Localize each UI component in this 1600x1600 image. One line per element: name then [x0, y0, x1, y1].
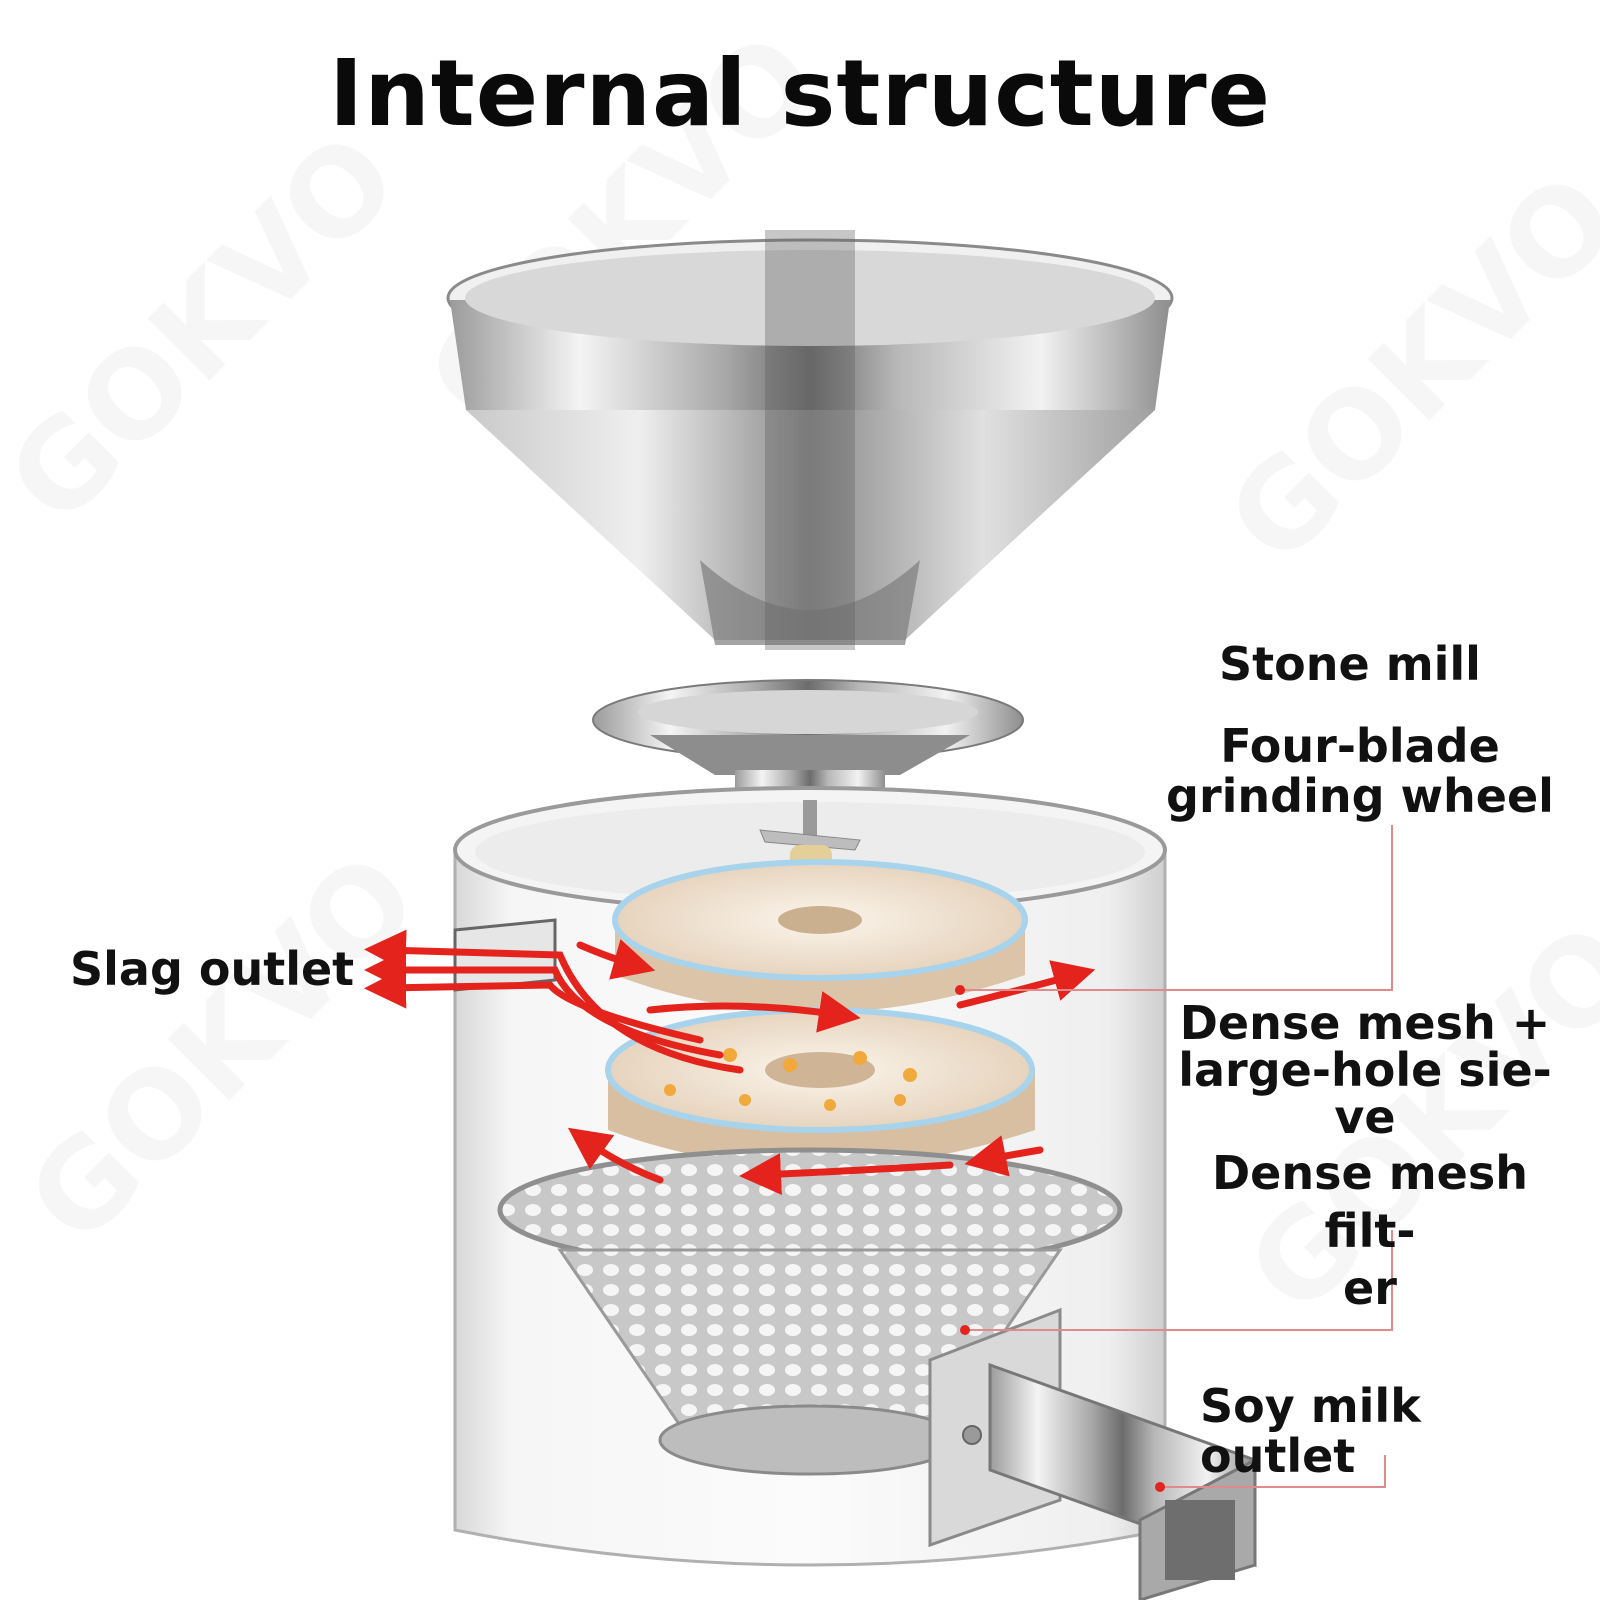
- label-grinding-wheel-line2: grinding wheel: [1166, 768, 1554, 823]
- label-soy-milk-outlet-text: Soy milk outlet: [1200, 1379, 1421, 1483]
- label-dense-mesh-filter-line2: er: [1343, 1261, 1397, 1315]
- label-dense-mesh-sieve: Dense mesh + large-hole sie- ve: [1165, 1000, 1565, 1141]
- label-stone-mill-text: Stone mill: [1219, 637, 1481, 691]
- label-dense-mesh-sieve-line1: Dense mesh +: [1179, 996, 1551, 1050]
- label-dense-mesh-sieve-line3: ve: [1334, 1089, 1396, 1144]
- leader-lines: [960, 825, 1393, 1488]
- soy-milk-spout: [928, 1307, 1257, 1600]
- label-dense-mesh-filter: Dense mesh filt- er: [1160, 1145, 1580, 1318]
- label-slag-outlet-text: Slag outlet: [70, 942, 355, 996]
- leader-dots: [955, 985, 1165, 1492]
- label-dense-mesh-sieve-line2: large-hole sie-: [1178, 1042, 1552, 1097]
- label-soy-milk-outlet: Soy milk outlet: [1200, 1379, 1590, 1483]
- page-title: Internal structure: [329, 40, 1271, 147]
- stone-mill-ring: [592, 679, 1024, 800]
- label-dense-mesh-filter-line1: Dense mesh filt-: [1212, 1146, 1528, 1258]
- label-slag-outlet: Slag outlet: [70, 942, 370, 996]
- hopper: [446, 230, 1174, 650]
- label-grinding-wheel: Four-blade grinding wheel: [1150, 719, 1570, 823]
- label-grinding-wheel-line1: Four-blade: [1220, 719, 1500, 773]
- label-stone-mill: Stone mill: [1210, 637, 1490, 691]
- lower-grinding-stone: [605, 1007, 1035, 1168]
- upper-grinding-stone: [612, 859, 1028, 1013]
